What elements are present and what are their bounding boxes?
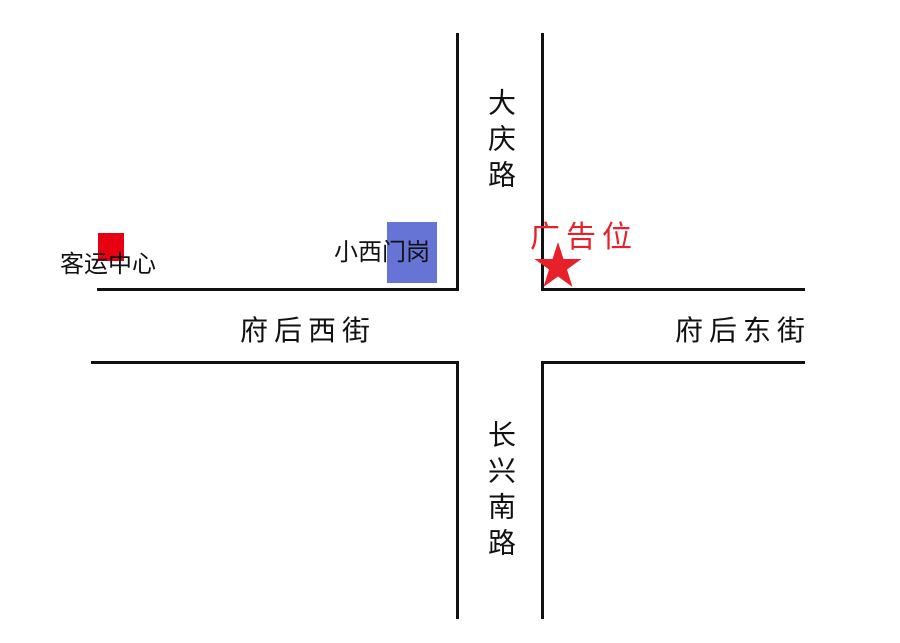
west-gate-marker: [387, 222, 437, 283]
north-road-east-edge: [541, 33, 544, 291]
south-road-label: 长兴南路: [484, 420, 517, 564]
north-road-label: 大庆路: [484, 88, 517, 196]
bus-center-label: 客运中心: [60, 250, 156, 278]
star-icon: [534, 242, 582, 287]
east-road-label: 府后东街: [675, 314, 812, 347]
west-road-south-edge: [91, 361, 459, 364]
east-road-north-edge: [541, 288, 805, 291]
ad-spot-label: 广告位: [530, 220, 638, 255]
west-road-label: 府后西街: [240, 314, 377, 347]
south-road-east-edge: [541, 361, 544, 619]
south-road-west-edge: [456, 361, 459, 619]
east-road-south-edge: [541, 361, 805, 364]
west-gate-label: 小西门岗: [334, 238, 430, 266]
north-road-west-edge: [456, 33, 459, 291]
west-road-north-edge: [97, 288, 459, 291]
bus-center-marker: [98, 233, 124, 261]
